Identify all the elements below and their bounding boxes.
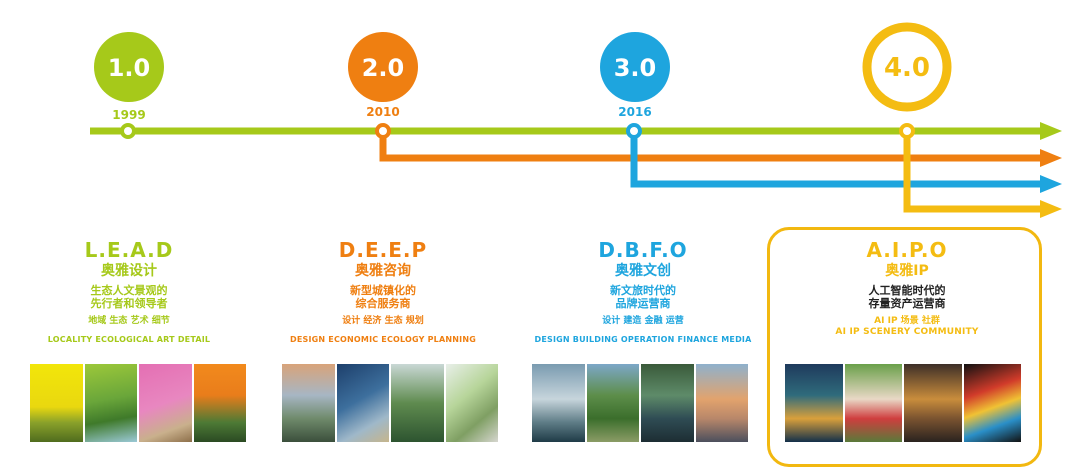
version-circle-3 [600, 32, 670, 102]
stage-tags: 地域 生态 艺术 细节 [88, 316, 170, 326]
stage-tags: 设计 建造 金融 运营 [602, 316, 684, 326]
version-label-3: 3.0 [614, 54, 657, 82]
stage-name-cn: 奥雅IP [885, 263, 929, 279]
photo-sunset-sculpture [695, 364, 748, 442]
year-label-1: 1999 [112, 108, 145, 122]
photo-orange-garden [193, 364, 246, 442]
arrow-head-yellow [1040, 200, 1062, 218]
photo-green-wetland [84, 364, 137, 442]
stage-english: DESIGN BUILDING OPERATION FINANCE MEDIA [534, 335, 752, 345]
stage-description: 存量资产运营商 [868, 297, 946, 311]
stage-code: A.I.P.O [866, 238, 948, 262]
stage-english: LOCALITY ECOLOGICAL ART DETAIL [47, 335, 211, 345]
stage-3-photo-strip [532, 364, 748, 442]
photo-greenhouse [391, 364, 444, 442]
stage-code: D.E.E.P [338, 238, 428, 262]
stage-name-cn: 奥雅文创 [615, 263, 671, 279]
photo-graffiti-art [963, 364, 1021, 442]
timeline-node-1 [120, 123, 136, 139]
timeline-node-3 [626, 123, 642, 139]
photo-city-aerial [282, 364, 335, 442]
stage-tags: 设计 经济 生态 规划 [342, 316, 424, 326]
stage-description: 综合服务商 [355, 297, 411, 311]
stage-code: L.E.A.D [84, 238, 174, 262]
stage-1-photo-strip [30, 364, 246, 442]
version-label-1: 1.0 [108, 54, 151, 82]
timeline-node-2 [375, 123, 391, 139]
photo-night-lake [785, 364, 843, 442]
stage-tags: AI IP 场景 社群 [874, 316, 940, 326]
year-label-2: 2010 [366, 105, 399, 119]
photo-river-aerial [641, 364, 694, 442]
stage-name-cn: 奥雅设计 [101, 263, 157, 279]
stage-4-photo-strip [785, 364, 1021, 442]
version-circle-1 [94, 32, 164, 102]
stage-english: DESIGN ECONOMIC ECOLOGY PLANNING [289, 335, 477, 345]
timeline-line-orange [379, 131, 1042, 162]
arrow-head-green [1040, 122, 1062, 140]
photo-yellow-field [30, 364, 83, 442]
version-label-2: 2.0 [362, 54, 405, 82]
version-circle-2 [348, 32, 418, 102]
version-circle-4 [862, 22, 952, 112]
arrow-head-blue [1040, 175, 1062, 193]
photo-village-valley [586, 364, 639, 442]
stage-name-cn: 奥雅咨询 [355, 263, 411, 279]
arrow-head-orange [1040, 149, 1062, 167]
stage-2-photo-strip [282, 364, 498, 442]
year-label-3: 2016 [618, 105, 651, 119]
photo-architecture-model [445, 364, 498, 442]
stage-description: 生态人文景观的 [90, 283, 168, 297]
photo-pink-sculpture [139, 364, 192, 442]
stage-code: D.B.F.O [598, 238, 688, 262]
photo-character-toys [844, 364, 902, 442]
photo-lake-architecture [532, 364, 585, 442]
timeline-node-4 [899, 123, 915, 139]
stage-description: 新文旅时代的 [610, 283, 676, 297]
stage-english: AI IP SCENERY COMMUNITY [835, 327, 979, 338]
stage-description: 品牌运营商 [615, 297, 671, 311]
stage-description: 人工智能时代的 [868, 283, 946, 297]
photo-ancient-tower [904, 364, 962, 442]
photo-glass-building [336, 364, 389, 442]
version-label-4: 4.0 [884, 53, 930, 83]
aipo-highlight-frame [767, 227, 1042, 467]
stage-description: 先行者和领导者 [90, 297, 168, 311]
stage-description: 新型城镇化的 [350, 283, 416, 297]
timeline-line-yellow [903, 131, 1042, 213]
